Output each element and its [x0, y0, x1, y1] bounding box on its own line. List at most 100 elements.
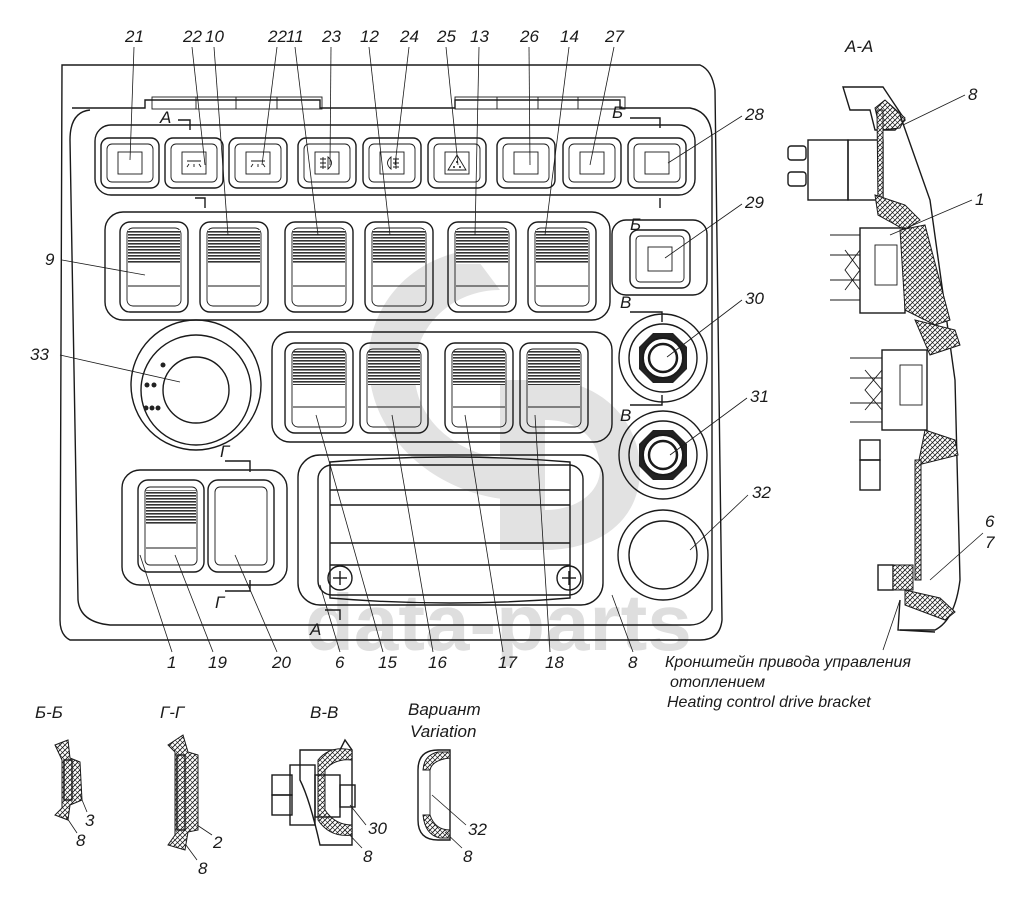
callout-top: 13 — [470, 27, 489, 46]
knob-31[interactable] — [618, 410, 708, 500]
top-switch[interactable] — [496, 137, 556, 189]
section-a-a: А-А 8 1 6 — [665, 37, 995, 711]
callout-top: 14 — [560, 27, 579, 46]
callout-vv-8: 8 — [363, 847, 373, 866]
callout-var-8: 8 — [463, 847, 473, 866]
rocker-switch[interactable] — [359, 342, 429, 434]
rocker-switch[interactable] — [364, 221, 434, 313]
callout-bb-3: 3 — [85, 811, 95, 830]
switch-group-19-20 — [121, 469, 288, 586]
top-switch[interactable] — [228, 137, 288, 189]
callout-aa-6: 6 — [985, 512, 995, 531]
callout-bottom: 19 — [208, 653, 227, 672]
callout-aa-1: 1 — [975, 190, 984, 209]
variation-section: Вариант Variation 32 8 — [408, 700, 487, 866]
top-switch-row — [94, 124, 696, 196]
callout-33: 33 — [30, 345, 49, 364]
callout-top: 26 — [519, 27, 539, 46]
section-b-b-title: Б-Б — [35, 703, 63, 722]
callouts-bottom: 1 19 20 6 15 16 17 18 8 — [139, 414, 638, 672]
rear-fog-light-icon — [320, 156, 332, 170]
rocker-switch[interactable] — [284, 221, 354, 313]
callout-top: 22 — [182, 27, 202, 46]
section-cut-marks: А А Б Б В В Г Г — [159, 103, 663, 639]
callout-bottom: 8 — [628, 653, 638, 672]
callout-gg-2: 2 — [212, 833, 223, 852]
callout-vv-30: 30 — [368, 819, 387, 838]
callout-top: 27 — [604, 27, 624, 46]
svg-text:А: А — [159, 108, 171, 127]
top-switch[interactable] — [362, 137, 422, 189]
top-switch[interactable] — [164, 137, 224, 189]
callout-32: 32 — [752, 483, 771, 502]
svg-text:В: В — [620, 406, 631, 425]
bracket-caption-ru-1: Кронштейн привода управления — [665, 654, 911, 671]
callout-top: 11 — [286, 27, 304, 46]
callout-30: 30 — [745, 289, 764, 308]
headlight-icon — [250, 160, 266, 168]
callout-29: 29 — [744, 193, 764, 212]
callout-bottom: 1 — [167, 653, 176, 672]
top-switch[interactable] — [627, 137, 687, 189]
callout-aa-7: 7 — [985, 533, 995, 552]
bracket-caption-ru-2: отоплением — [670, 674, 765, 691]
callout-top: 21 — [124, 27, 144, 46]
top-switch[interactable] — [562, 137, 622, 189]
callout-gg-8: 8 — [198, 859, 208, 878]
svg-text:Б: Б — [630, 215, 641, 234]
section-a-a-title: А-А — [844, 37, 873, 56]
rocker-switch[interactable] — [519, 342, 589, 434]
callout-bb-8: 8 — [76, 831, 86, 850]
svg-text:А: А — [309, 620, 321, 639]
section-g-g: Г-Г 2 8 — [160, 703, 223, 878]
callouts-side: 9 33 28 29 30 31 32 — [30, 105, 771, 551]
callout-bottom: 6 — [335, 653, 345, 672]
section-g-g-title: Г-Г — [160, 703, 186, 722]
rocker-switch[interactable] — [284, 342, 354, 434]
svg-text:Г: Г — [215, 593, 226, 612]
screw-left — [327, 565, 353, 591]
callout-top: 25 — [436, 27, 456, 46]
rocker-switch[interactable] — [527, 221, 597, 313]
panel-housing — [59, 64, 723, 641]
callout-bottom: 15 — [378, 653, 397, 672]
callout-28: 28 — [744, 105, 764, 124]
callout-top: 23 — [321, 27, 341, 46]
rocker-19[interactable] — [137, 479, 205, 573]
rocker-switch[interactable] — [444, 342, 514, 434]
headlight-icon — [186, 160, 202, 168]
fan-speed-knob-33[interactable] — [130, 319, 262, 451]
callout-top: 22 — [267, 27, 287, 46]
callout-top: 24 — [399, 27, 419, 46]
air-vent — [297, 454, 604, 606]
top-switch[interactable] — [100, 137, 160, 189]
knob-30[interactable] — [618, 313, 708, 403]
section-v-v: В-В 30 8 — [271, 703, 387, 866]
section-b-b: Б-Б 3 8 — [35, 703, 95, 850]
rocker-switch[interactable] — [119, 221, 189, 313]
callout-bottom: 18 — [545, 653, 564, 672]
section-v-v-title: В-В — [310, 703, 338, 722]
callout-var-32: 32 — [468, 820, 487, 839]
switch-20[interactable] — [207, 479, 275, 573]
callout-31: 31 — [750, 387, 769, 406]
svg-text:Г: Г — [220, 442, 231, 461]
top-switch[interactable] — [297, 137, 357, 189]
screw-right — [556, 565, 582, 591]
front-fog-light-icon — [387, 156, 399, 170]
variation-title-en: Variation — [410, 722, 476, 741]
callout-bottom: 17 — [498, 653, 517, 672]
callout-bottom: 16 — [428, 653, 447, 672]
rocker-row-upper — [104, 211, 611, 321]
rocker-switch[interactable] — [447, 221, 517, 313]
switch-29[interactable] — [611, 219, 708, 296]
rocker-row-lower — [271, 331, 613, 443]
callout-bottom: 20 — [271, 653, 291, 672]
variation-title-ru: Вариант — [408, 700, 481, 719]
svg-text:Б: Б — [612, 103, 623, 122]
rocker-switch[interactable] — [199, 221, 269, 313]
callout-top: 10 — [205, 27, 224, 46]
callout-aa-8: 8 — [968, 85, 978, 104]
callout-top: 12 — [360, 27, 379, 46]
